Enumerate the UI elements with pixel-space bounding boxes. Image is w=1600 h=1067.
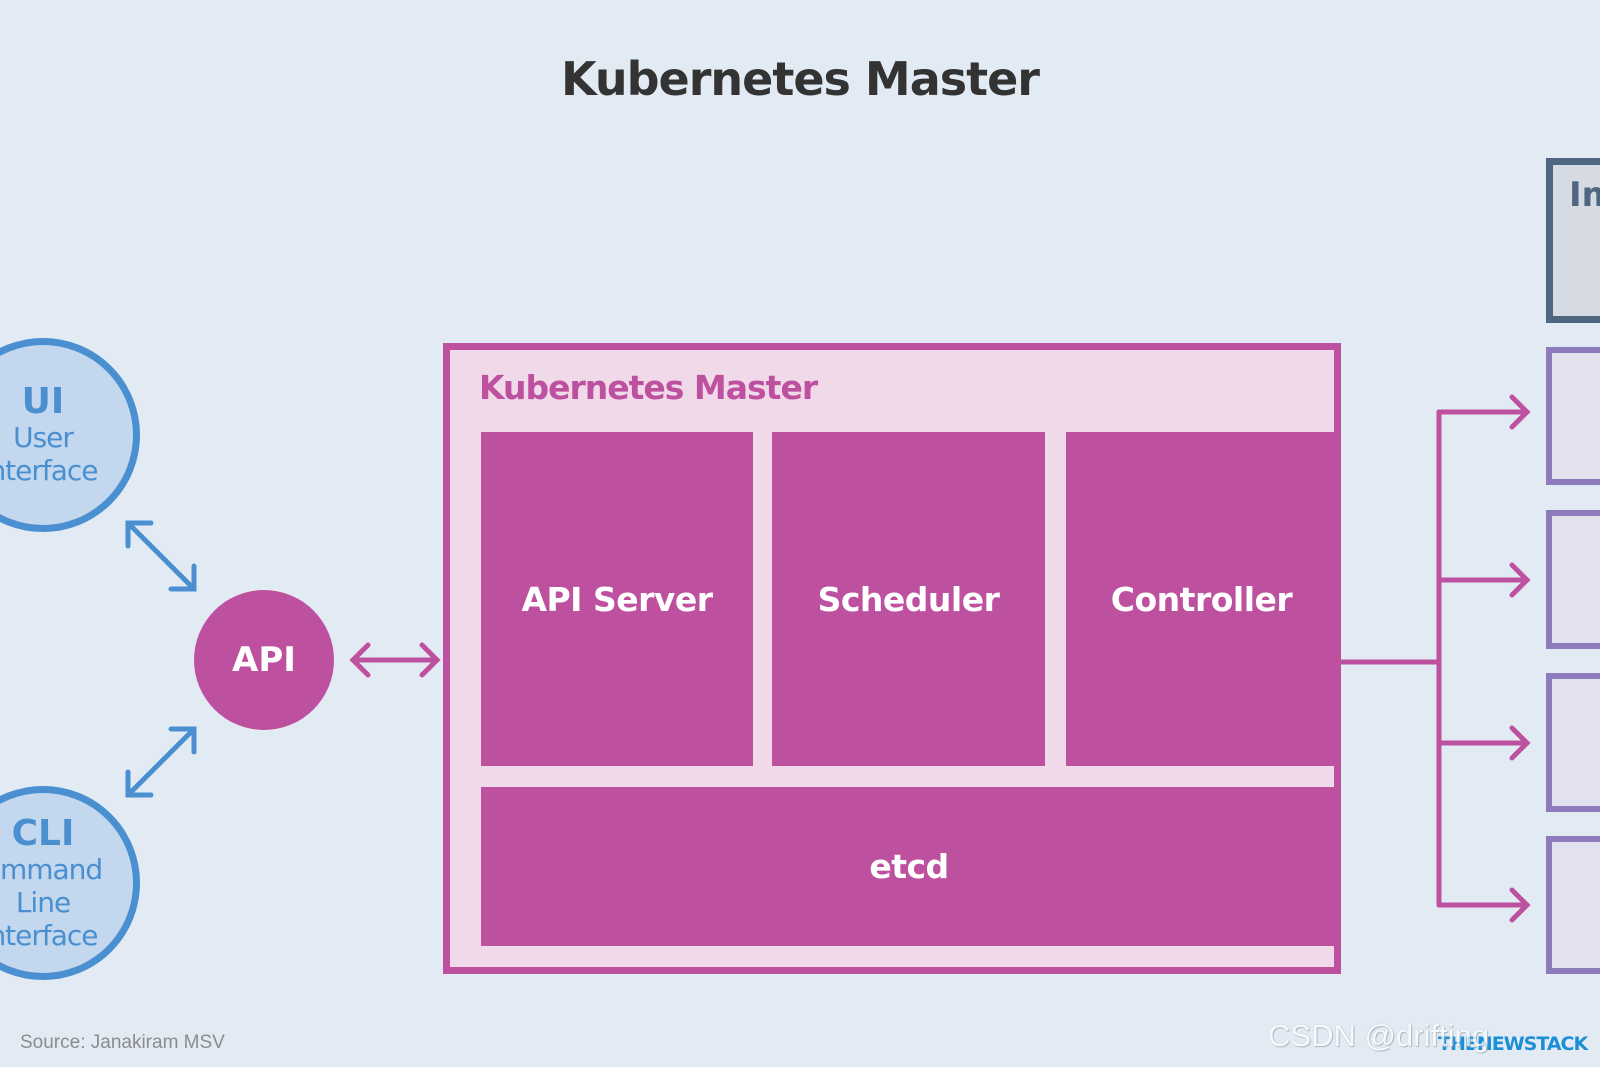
node-box-4	[1546, 836, 1600, 974]
etcd-label: etcd	[869, 847, 949, 886]
cli-line2: Line	[15, 885, 71, 919]
controller-label: Controller	[1110, 579, 1293, 619]
etcd-block: etcd	[481, 787, 1337, 946]
ui-line2: nterface	[0, 454, 99, 487]
image-registry-label: Im	[1569, 175, 1600, 215]
node-box-3	[1546, 673, 1600, 812]
ui-line1: User	[13, 421, 74, 454]
brand-logo: THENEWSTACK	[1438, 1033, 1588, 1055]
api-label: API	[232, 640, 296, 680]
node-box-2	[1546, 510, 1600, 649]
image-registry-box: Im	[1546, 158, 1600, 323]
controller-block: Controller	[1066, 432, 1337, 766]
api-circle: API	[194, 590, 334, 730]
ui-api-arrow	[125, 520, 197, 592]
ui-abbr: UI	[21, 381, 65, 422]
diagram-title: Kubernetes Master	[561, 52, 1040, 106]
cli-line3: nterface	[0, 918, 99, 952]
scheduler-label: Scheduler	[817, 579, 1000, 619]
api-server-label: API Server	[521, 579, 713, 619]
master-nodes-connector	[1338, 394, 1531, 923]
scheduler-block: Scheduler	[772, 432, 1045, 766]
node-box-1	[1546, 347, 1600, 485]
cli-line1: ommand	[0, 852, 103, 886]
api-master-arrow	[349, 642, 441, 678]
cli-abbr: CLI	[11, 812, 75, 854]
cli-api-arrow	[125, 726, 197, 798]
source-credit: Source: Janakiram MSV	[20, 1032, 225, 1053]
watermark: CSDN @drifting	[1268, 1018, 1489, 1053]
master-box-label: Kubernetes Master	[479, 368, 818, 407]
api-server-block: API Server	[481, 432, 753, 766]
